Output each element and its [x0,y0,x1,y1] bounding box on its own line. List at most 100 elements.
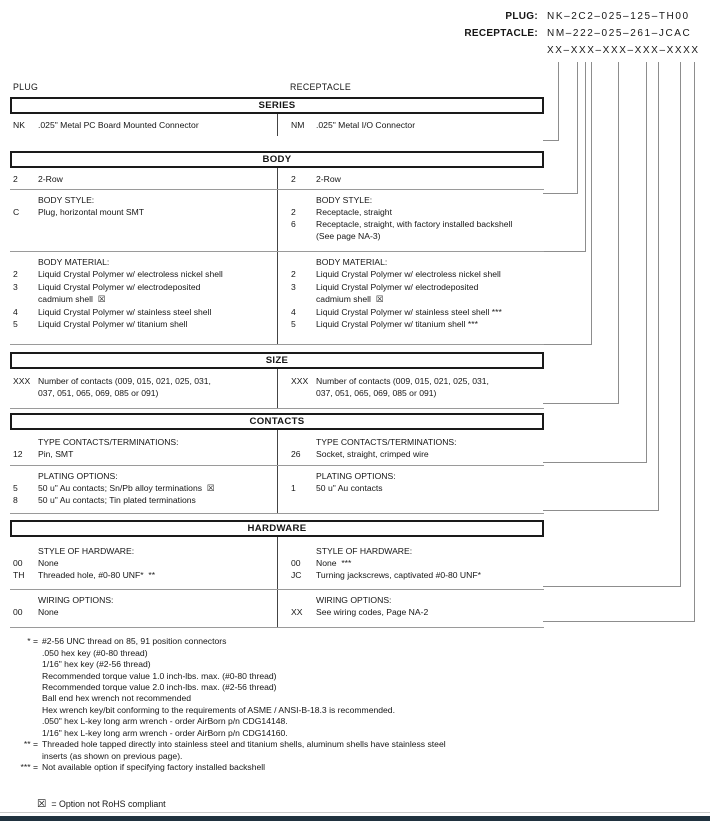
footnote-text: .050" hex L-key long arm wrench - order … [42,716,288,727]
option-code: NK [13,120,25,130]
footnote-text: Hex wrench key/bit conforming to the req… [42,704,395,715]
subsection-header: BODY MATERIAL: [38,257,110,267]
contacts-type-block: TYPE CONTACTS/TERMINATIONS: 12 Pin, SMT … [10,430,544,466]
footnote-line: Recommended torque value 2.0 inch-lbs. m… [10,682,544,693]
footnote-line: .050" hex L-key long arm wrench - order … [10,716,544,727]
option-desc: 50 u" Au contacts [316,483,383,494]
footnote-marker [10,648,42,659]
footnote-text: 1/16" hex L-key long arm wrench - order … [42,727,288,738]
option-code: 2 [13,269,18,280]
hardware-style-plug-column: STYLE OF HARDWARE: 00 None TH Threaded h… [10,537,277,589]
subsection-header: PLATING OPTIONS: [38,471,118,482]
option-code: 1 [291,483,296,494]
plug-part-number-row: PLUG: NK–2C2–025–125–TH00 [0,11,710,25]
connector-line-wiring [543,62,695,622]
option-desc: None [38,607,59,618]
option-row: 2 Liquid Crystal Polymer w/ electroless … [291,268,544,280]
option-row: 5 50 u" Au contacts; Sn/Pb alloy termina… [13,482,277,494]
option-row: 5 Liquid Crystal Polymer w/ titanium she… [291,318,544,330]
column-headers: PLUG RECEPTACLE [10,82,544,97]
option-code: 8 [13,495,18,506]
option-desc: 037, 051, 065, 069, 085 or 091) [316,388,437,399]
footnote-marker [10,693,42,704]
section-header-body: BODY [10,151,544,168]
section-header-series: SERIES [10,97,544,114]
option-code: 26 [291,449,301,460]
series-receptacle-column: NM .025" Metal I/O Connector [277,114,544,136]
option-code: JC [291,570,302,581]
option-row: C Plug, horizontal mount SMT [13,206,277,218]
option-desc: 50 u" Au contacts; Sn/Pb alloy terminati… [38,483,215,494]
option-row: 2 2-Row [291,173,544,185]
bottom-rule [0,812,710,813]
connector-line-series [543,62,559,141]
footnote-line: 1/16" hex L-key long arm wrench - order … [10,728,544,739]
subsection-header: BODY STYLE: [38,195,95,205]
option-code: C [13,207,20,217]
body-row-plug-column: 2 2-Row [10,168,277,189]
footnote-line: Hex wrench key/bit conforming to the req… [10,705,544,716]
option-desc: Receptacle, straight, with factory insta… [316,219,513,229]
option-desc: Liquid Crystal Polymer w/ electroless ni… [316,269,501,280]
footnote-text: 1/16" hex key (#2-56 thread) [42,659,151,670]
subsection-header: WIRING OPTIONS: [38,595,114,606]
subsection-header: TYPE CONTACTS/TERMINATIONS: [316,437,457,448]
option-row: 00 None [13,557,277,569]
option-row: JC Turning jackscrews, captivated #0-80 … [291,569,544,581]
footnote-line: .050 hex key (#0-80 thread) [10,648,544,659]
option-desc: None [38,558,59,569]
body-material-block: BODY MATERIAL: 2 Liquid Crystal Polymer … [10,252,544,345]
footnote-marker: * = [27,636,38,647]
option-row: 6 Receptacle, straight, with factory ins… [291,218,544,230]
subsection-header: PLATING OPTIONS: [316,471,396,482]
option-desc: Liquid Crystal Polymer w/ stainless stee… [38,306,212,317]
footnote-marker [10,671,42,682]
part-number-mask-row: XX–XXX–XXX–XXX–XXXX [0,45,710,59]
wiring-receptacle-column: WIRING OPTIONS: XX See wiring codes, Pag… [277,590,544,628]
option-desc: 037, 051, 065, 069, 085 or 091) [38,388,159,399]
option-code [13,387,38,399]
footnote-text: #2-56 UNC thread on 85, 91 position conn… [42,636,227,647]
divider [10,627,544,629]
body-style-block: BODY STYLE: C Plug, horizontal mount SMT… [10,190,544,251]
option-code: XXX [13,376,31,387]
option-row: XX See wiring codes, Page NA-2 [291,606,544,618]
option-row: 037, 051, 065, 069, 085 or 091) [13,387,277,399]
option-desc: Liquid Crystal Polymer w/ electroless ni… [38,269,223,280]
contacts-type-plug-column: TYPE CONTACTS/TERMINATIONS: 12 Pin, SMT [10,430,277,465]
option-desc: See wiring codes, Page NA-2 [316,607,429,618]
option-desc: Receptacle, straight [316,207,392,217]
option-desc: cadmium shell ☒ [38,294,106,305]
footnote-text: Not available option if specifying facto… [42,761,266,772]
option-desc: Liquid Crystal Polymer w/ titanium shell [38,319,188,330]
option-code [291,230,316,242]
footnote-text: Recommended torque value 1.0 inch-lbs. m… [42,670,277,681]
option-code [13,293,38,305]
option-desc: 2-Row [316,174,341,184]
option-code: XX [291,607,303,618]
plug-part-number-label: PLUG: [505,11,538,22]
divider [10,251,544,252]
wiring-options-block: WIRING OPTIONS: 00 None WIRING OPTIONS: … [10,590,544,628]
footnote-line: inserts (as shown on previous page). [10,751,544,762]
divider [10,513,544,515]
option-row: 8 50 u" Au contacts; Tin plated terminat… [13,494,277,506]
option-code: 00 [13,607,23,618]
connector-line-size [543,62,619,404]
receptacle-part-number-row: RECEPTACLE: NM–222–025–261–JCAC [0,28,710,42]
ordering-chart: PLUG RECEPTACLE SERIES NK .025" Metal PC… [10,82,544,810]
footnote-line: * = #2-56 UNC thread on 85, 91 position … [10,636,544,647]
footnotes: * = #2-56 UNC thread on 85, 91 position … [10,636,544,773]
option-code [291,293,316,305]
option-row: (See page NA-3) [291,230,544,242]
option-desc: Pin, SMT [38,449,74,460]
subsection-header: BODY MATERIAL: [316,257,388,267]
footnote-marker: ** = [23,739,38,750]
option-row: 4 Liquid Crystal Polymer w/ stainless st… [291,306,544,318]
footnote-line: 1/16" hex key (#2-56 thread) [10,659,544,670]
option-row: cadmium shell ☒ [291,293,544,305]
hardware-style-receptacle-column: STYLE OF HARDWARE: 00 None *** JC Turnin… [277,537,544,590]
option-row: NM .025" Metal I/O Connector [291,119,544,131]
option-row: 4 Liquid Crystal Polymer w/ stainless st… [13,306,277,318]
rohs-symbol: ☒ [37,797,47,810]
